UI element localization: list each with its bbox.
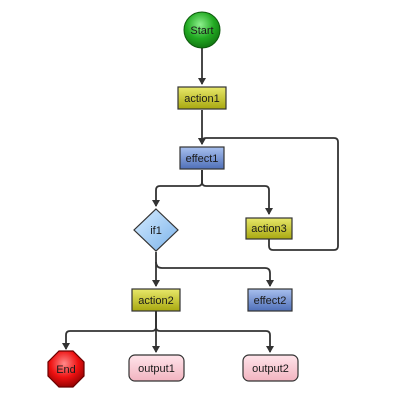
- node-action2-label: action2: [138, 295, 173, 307]
- edge-action2-output2: [155, 311, 274, 353]
- edges: [62, 48, 339, 353]
- node-output1[interactable]: output1: [128, 354, 185, 382]
- node-action3-label: action3: [251, 223, 286, 235]
- node-start[interactable]: Start: [183, 11, 221, 49]
- node-output2-label: output2: [252, 363, 289, 375]
- edge-action2-end: [62, 311, 157, 350]
- node-if1[interactable]: if1: [133, 208, 179, 252]
- edge-action3-effect1: [198, 137, 339, 251]
- node-action3[interactable]: action3: [245, 217, 293, 240]
- node-output2[interactable]: output2: [242, 354, 299, 382]
- node-effect2-label: effect2: [254, 295, 287, 307]
- node-effect1-label: effect1: [186, 153, 219, 165]
- edge-if1-effect2: [155, 261, 274, 287]
- node-effect2[interactable]: effect2: [247, 288, 293, 312]
- node-action1[interactable]: action1: [177, 86, 227, 110]
- node-action2[interactable]: action2: [131, 288, 181, 312]
- node-end[interactable]: End: [47, 350, 85, 388]
- node-effect1[interactable]: effect1: [179, 146, 225, 170]
- edge-effect1-action3: [201, 170, 273, 215]
- node-if1-label: if1: [150, 225, 162, 237]
- node-start-label: Start: [190, 25, 213, 37]
- node-action1-label: action1: [184, 93, 219, 105]
- edge-effect1-if1: [152, 170, 203, 207]
- node-end-label: End: [56, 364, 76, 376]
- node-output1-label: output1: [138, 363, 175, 375]
